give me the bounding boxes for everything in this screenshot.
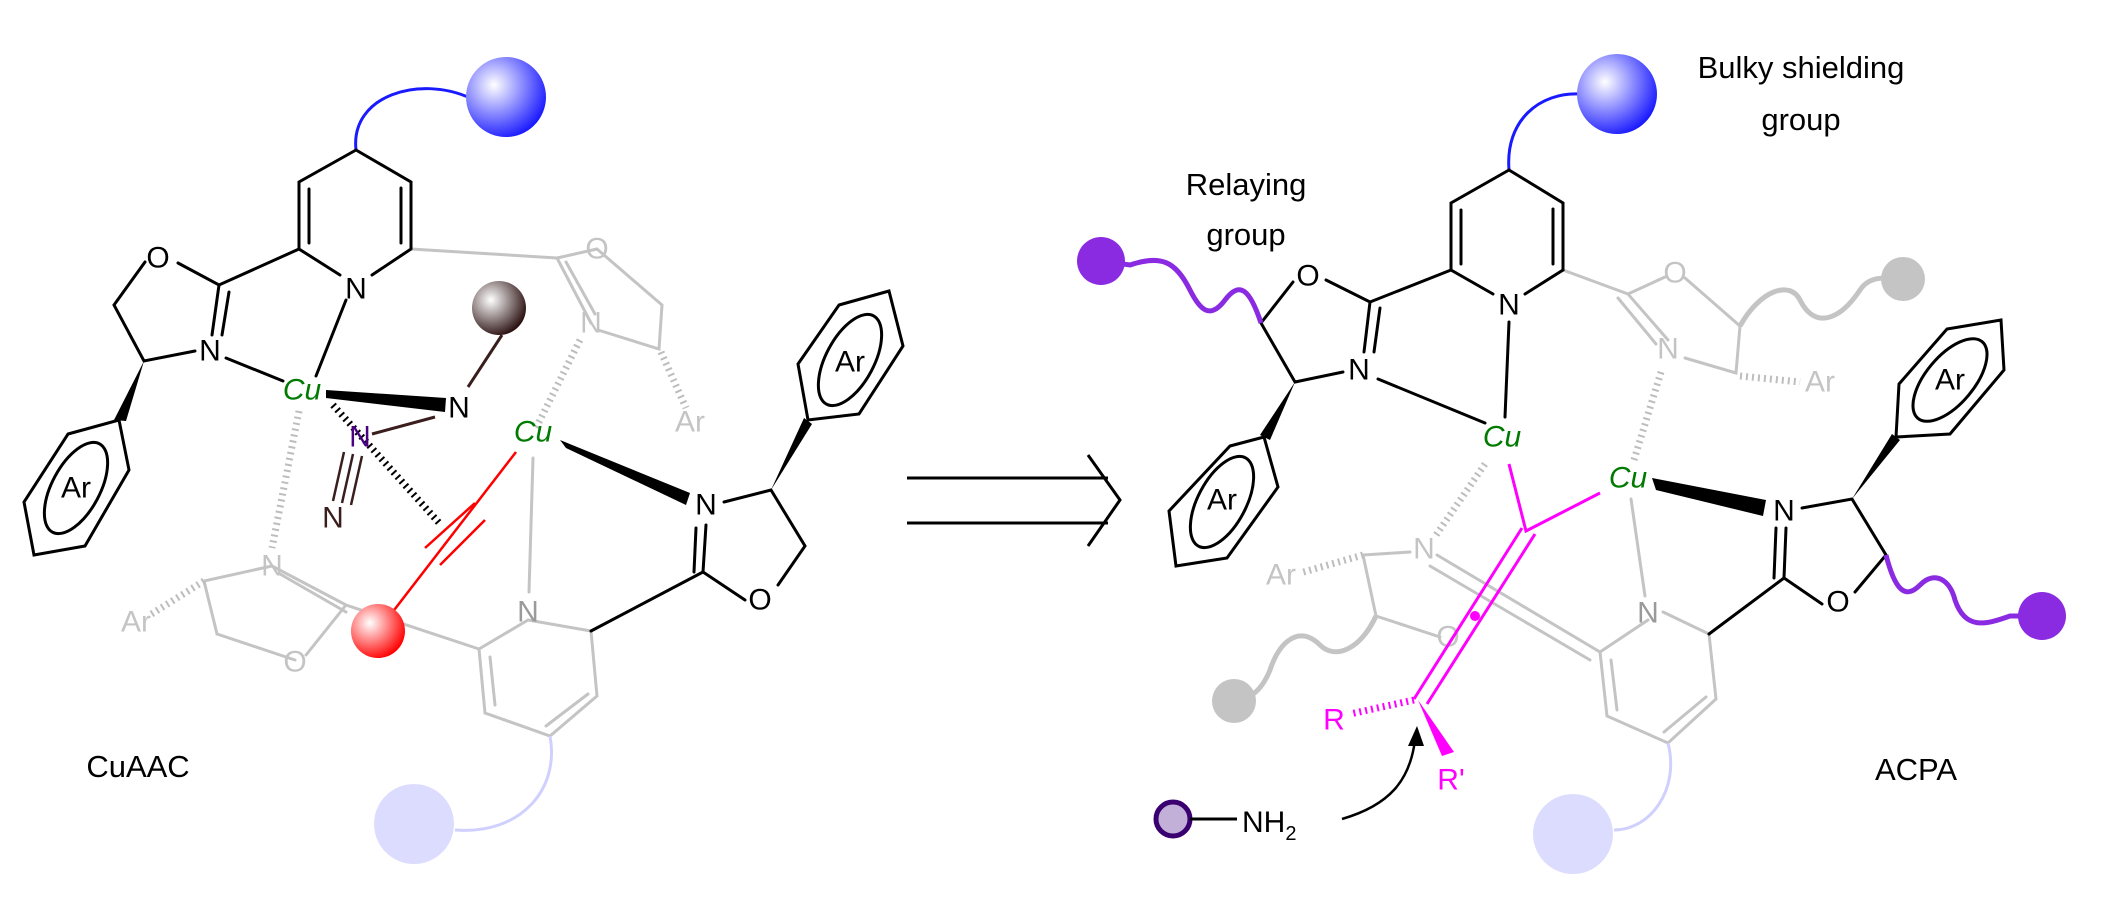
atom-cu: Cu (1483, 421, 1522, 454)
atom-ar-faded: Ar (675, 406, 705, 439)
atom-n-faded: N (261, 550, 283, 583)
azide: N N N (322, 281, 526, 535)
second-ligand: N O Ar (560, 289, 905, 633)
acpa-complex: O N Ar N Ar O N N O N Ar N O Ar (1077, 50, 2066, 874)
alkyne-substituent-ball (351, 604, 405, 658)
faded-shielding-ball (374, 784, 454, 864)
atom-o-faded: O (1663, 257, 1686, 290)
shielding-ball (1577, 54, 1657, 134)
amine-label: NH2 (1242, 806, 1296, 845)
atom-ar-faded: Ar (1266, 559, 1296, 592)
atom-n: N (1348, 354, 1370, 387)
faded-relaying-ball (1881, 257, 1925, 301)
atom-r: R (1323, 704, 1345, 737)
atom-o: O (1826, 586, 1849, 619)
atom-n: N (1773, 495, 1795, 528)
atom-ar: Ar (1935, 364, 1965, 397)
faded-ligand-back: O N Ar N Ar O N (121, 233, 705, 864)
acpa-label: ACPA (1875, 752, 1957, 787)
attack-arrowhead (1408, 726, 1424, 746)
retrosynthesis-arrow (907, 454, 1122, 547)
atom-ar: Ar (61, 472, 91, 505)
atom-n: N (345, 273, 367, 306)
atom-r-prime: R' (1437, 764, 1464, 797)
allene-fragment: R R' (1323, 463, 1601, 797)
bulky-shielding-label: Bulky shielding (1698, 50, 1905, 85)
amine-nucleophile: NH2 (1153, 726, 1424, 845)
cuaac-label: CuAAC (86, 749, 189, 784)
atom-o-faded: O (283, 646, 306, 679)
faded-shielding-ball (1533, 794, 1613, 874)
atom-n: N (448, 392, 470, 425)
atom-o: O (146, 242, 169, 275)
faded-ligand-back: O N Ar N Ar O N (1212, 257, 1925, 874)
atom-n: N (199, 335, 221, 368)
atom-ar: Ar (1207, 484, 1237, 517)
atom-n-azide: N (349, 421, 371, 454)
atom-ar-faded: Ar (1805, 366, 1835, 399)
atom-o: O (748, 584, 771, 617)
atom-n-azide: N (322, 502, 344, 535)
cuaac-complex: O N Ar N Ar O N N O N Ar N N N (22, 57, 905, 864)
relaying-group-label-2: group (1206, 217, 1285, 252)
bulky-shielding-label-2: group (1761, 102, 1840, 137)
relaying-ball (2018, 592, 2066, 640)
alkyne (351, 451, 517, 658)
amine-ball (1153, 799, 1193, 839)
shielding-ball (466, 57, 546, 137)
atom-cu: Cu (283, 374, 322, 407)
atom-o-faded: O (1436, 621, 1459, 654)
atom-n-faded: N (1413, 533, 1435, 566)
front-ligand: N O N Ar (22, 57, 546, 557)
atom-n-faded: N (1637, 597, 1659, 630)
atom-ar: Ar (835, 346, 865, 379)
atom-n: N (695, 489, 717, 522)
atom-o: O (1296, 260, 1319, 293)
relaying-ball (1077, 237, 1125, 285)
atom-o-faded: O (585, 233, 608, 266)
relaying-group-label: Relaying (1186, 167, 1307, 202)
front-ligand: N O N Ar (1077, 54, 1657, 568)
atom-n-faded: N (517, 596, 539, 629)
azide-substituent-ball (472, 281, 526, 335)
atom-n-faded: N (580, 307, 602, 340)
atom-cu: Cu (1609, 462, 1648, 495)
second-ligand: N O Ar (1652, 318, 2066, 640)
atom-cu: Cu (514, 416, 553, 449)
atom-n-faded: N (1657, 333, 1679, 366)
faded-relaying-ball (1212, 679, 1256, 723)
atom-ar-faded: Ar (121, 606, 151, 639)
atom-n: N (1498, 289, 1520, 322)
